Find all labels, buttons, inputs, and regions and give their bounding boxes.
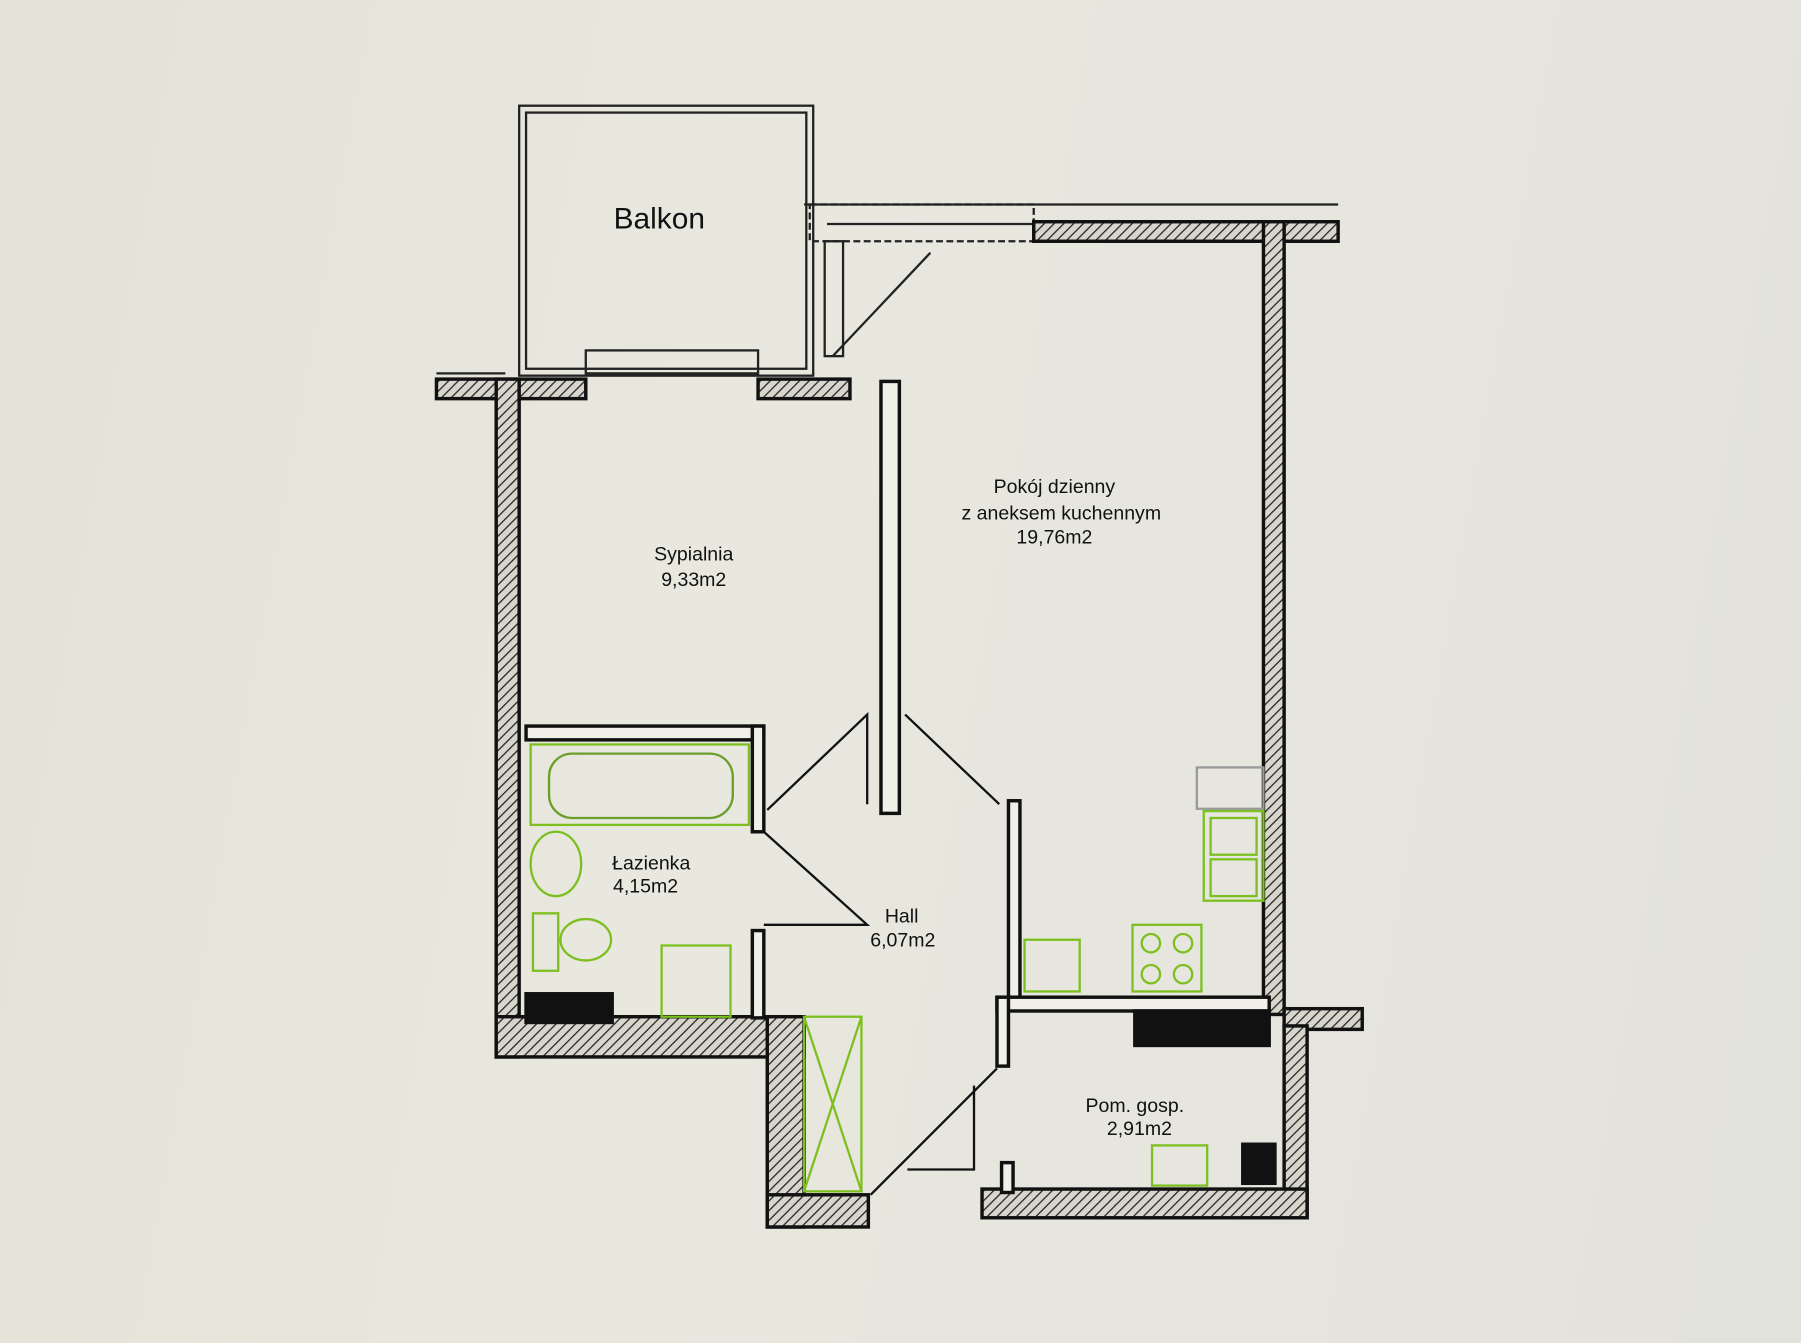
room-name2-pokoj: z aneksem kuchennym (962, 502, 1162, 524)
fixtures (529, 743, 1265, 1193)
room-name-pom-gosp: Pom. gosp. (1085, 1095, 1184, 1117)
balcony (436, 104, 1339, 377)
room-area-hall: 6,07m2 (870, 930, 935, 952)
door-swings (763, 711, 1001, 1196)
walls (434, 220, 1364, 1229)
room-area-lazienka: 4,15m2 (613, 876, 678, 898)
room-name-lazienka: Łazienka (612, 853, 690, 875)
room-name-hall: Hall (885, 906, 919, 928)
room-area-sypialnia: 9,33m2 (661, 569, 726, 591)
partitions (524, 379, 1277, 1195)
room-area-pom-gosp: 2,91m2 (1107, 1118, 1172, 1140)
room-name-pokoj: Pokój dzienny (994, 476, 1116, 498)
room-name-balkon: Balkon (614, 203, 705, 236)
room-name-sypialnia: Sypialnia (654, 544, 733, 566)
room-area-pokoj: 19,76m2 (1016, 526, 1092, 548)
